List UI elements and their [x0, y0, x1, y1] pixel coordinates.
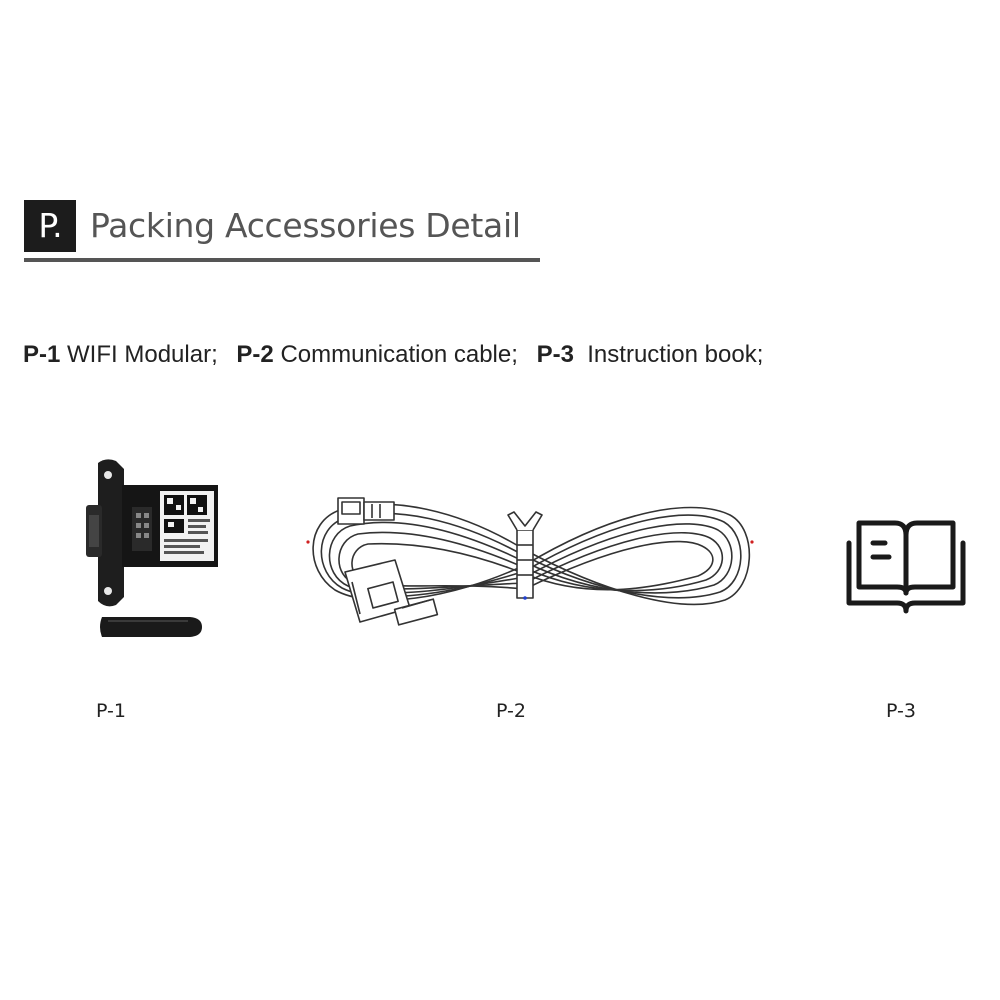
caption-p2: P-2: [496, 700, 526, 722]
caption-p3: P-3: [886, 700, 916, 722]
summary-sep-p2: ;: [511, 341, 518, 368]
summary-code-p1: P-1: [23, 341, 61, 368]
communication-cable-icon: [300, 490, 760, 640]
summary-sep-p3: ;: [756, 341, 764, 368]
accessories-summary: P-1 WIFI Modular; P-2 Communication cabl…: [23, 338, 763, 372]
section-underline: [24, 258, 540, 262]
summary-name-p2: Communication cable: [280, 341, 512, 368]
summary-name-p1: WIFI Modular: [67, 341, 212, 368]
instruction-book-icon: [845, 515, 967, 617]
section-header: P. Packing Accessories Detail: [24, 200, 540, 264]
wifi-module-icon: [80, 455, 240, 650]
summary-code-p3: P-3: [536, 341, 574, 368]
caption-p1: P-1: [96, 700, 126, 722]
summary-name-p3: Instruction book: [587, 341, 757, 368]
summary-sep-p1: ;: [211, 341, 218, 368]
section-badge: P.: [24, 200, 76, 252]
summary-code-p2: P-2: [236, 341, 274, 368]
section-title: Packing Accessories Detail: [90, 206, 521, 245]
